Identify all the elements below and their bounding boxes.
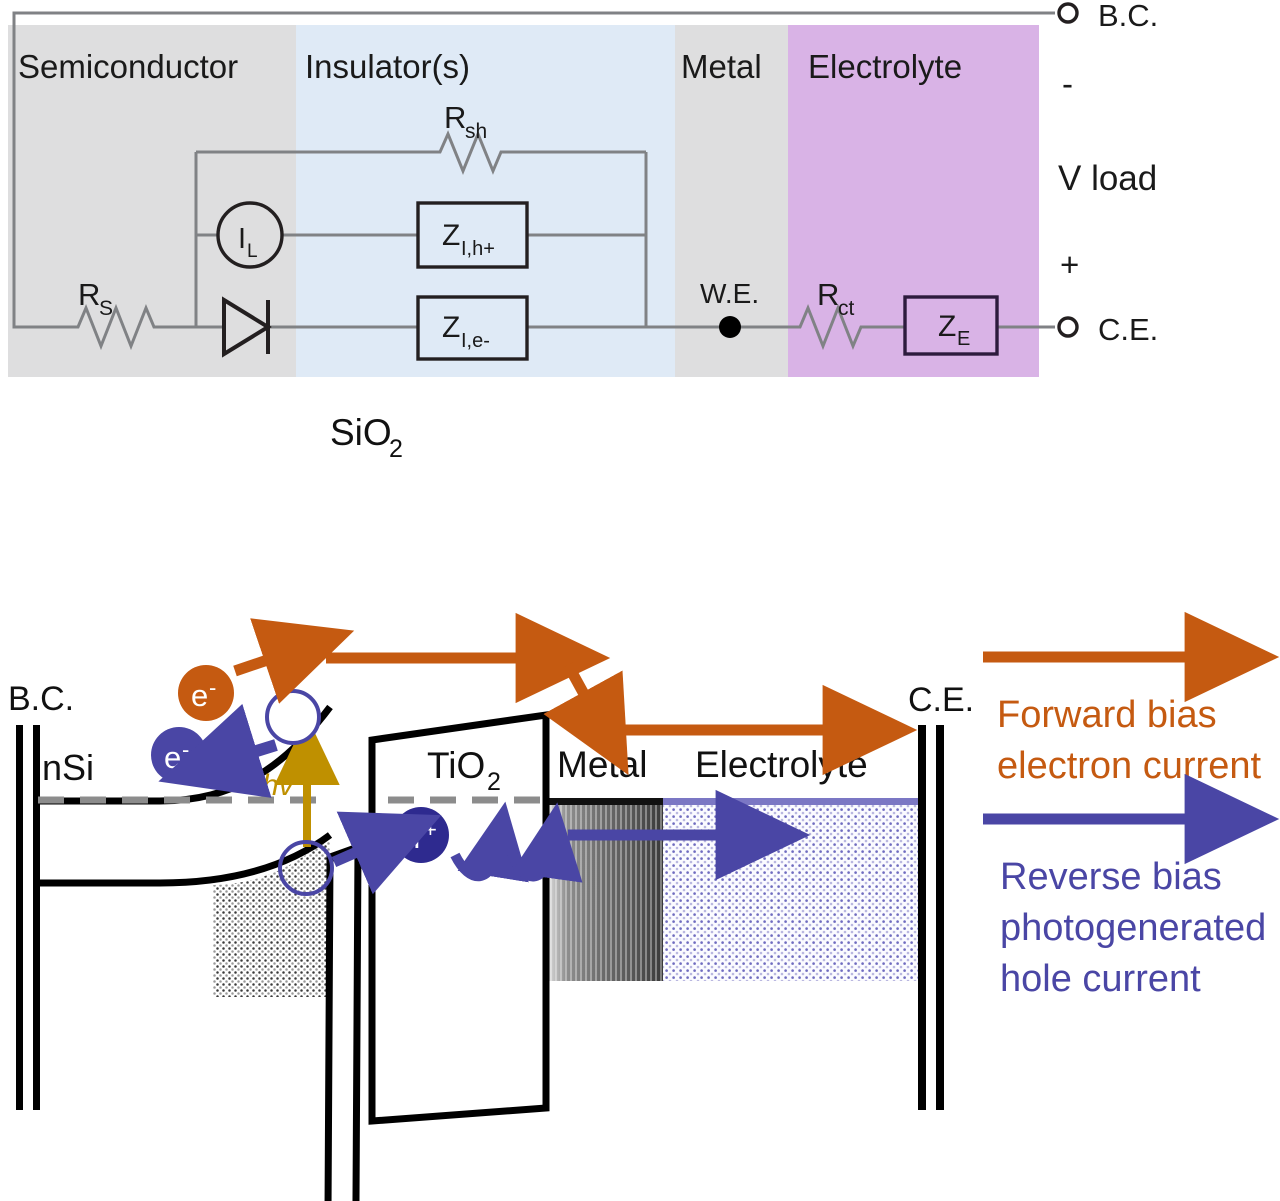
region-label-metal: Metal: [681, 48, 762, 85]
silicon-valence-band-edge: [38, 832, 333, 887]
sio2-sublabel: 2: [389, 435, 403, 463]
sio2-label: SiO: [330, 412, 392, 453]
legend-reverse-line1: Reverse bias: [1000, 856, 1222, 898]
series-resistance-label: R: [78, 277, 100, 312]
legend-forward-line1: Forward bias: [997, 694, 1217, 736]
hole-impedance-block: Z I,h+: [416, 201, 529, 269]
electrolyte-label: Electrolyte: [695, 744, 868, 785]
electron-impedance-block: Z I,e-: [416, 295, 529, 361]
region-label-semiconductor: Semiconductor: [18, 48, 238, 85]
series-resistance-sublabel: S: [99, 297, 113, 320]
svg-text:h: h: [403, 820, 420, 855]
electron-impedance-label: Z: [442, 311, 460, 344]
sio2-barrier-shape: [324, 842, 362, 1201]
charge-transfer-resistance-sublabel: ct: [838, 297, 855, 320]
svg-text:-: -: [182, 737, 189, 762]
reverse-hole-current-arrows: [158, 703, 811, 895]
tio2-sublabel: 2: [487, 768, 501, 796]
electron-origin-circle: [265, 689, 321, 745]
region-semiconductor-band: [8, 25, 296, 377]
photocurrent-source-label: I: [238, 223, 246, 255]
back-contact-label: B.C.: [8, 680, 74, 718]
photocurrent-source-symbol: [216, 201, 284, 269]
load-voltage-label: V load: [1058, 159, 1157, 198]
hole-purple-particle: h +: [393, 807, 449, 863]
minus-sign-label: -: [1062, 65, 1073, 102]
back-contact-terminal-icon: [1057, 2, 1079, 24]
legend-reverse-line3: hole current: [1000, 958, 1201, 1000]
energy-band-diagram: B.C. C.E. SiO 2 TiO 2 Metal Electrolyte …: [8, 412, 1280, 1201]
plus-sign-label: +: [1060, 246, 1079, 283]
silicon-valence-band-fill: [213, 885, 330, 997]
counter-electrode: [918, 725, 944, 1110]
hole-origin-circle: [278, 840, 334, 896]
hole-impedance-sublabel: I,h+: [461, 238, 495, 260]
counter-electrode-terminal-label: C.E.: [1098, 312, 1158, 347]
counter-electrode-terminal-icon: [1057, 316, 1079, 338]
electron-impedance-sublabel: I,e-: [461, 330, 490, 352]
electron-orange-particle: e -: [178, 665, 234, 721]
legend-reverse-line2: photogenerated: [1000, 907, 1266, 949]
diode-symbol: [222, 296, 272, 358]
charge-transfer-resistance-label: R: [817, 277, 839, 312]
svg-text:+: +: [424, 817, 437, 842]
electrolyte-impedance-block: Z E: [903, 295, 999, 356]
electrolyte-impedance-label: Z: [938, 310, 956, 343]
back-contact-electrode: [16, 725, 40, 1110]
hole-impedance-label: Z: [442, 219, 460, 252]
electron-purple-particle: e -: [151, 727, 207, 783]
electrolyte-block: [663, 798, 920, 981]
shunt-resistance-sublabel: sh: [465, 120, 487, 143]
legend: Forward bias electron current Reverse bi…: [983, 611, 1280, 1000]
electrolyte-impedance-sublabel: E: [957, 328, 970, 350]
working-electrode-label: W.E.: [700, 278, 759, 309]
forward-electron-current-arrows: [233, 612, 918, 776]
svg-text:e: e: [191, 678, 208, 713]
nsi-label: nSi: [42, 747, 94, 788]
equivalent-circuit-diagram: Semiconductor Insulator(s) Metal Electro…: [8, 0, 1158, 377]
legend-forward-line2: electron current: [997, 745, 1261, 787]
back-contact-terminal-label: B.C.: [1098, 0, 1158, 33]
photon-label: hv: [262, 769, 296, 802]
svg-text:e: e: [164, 740, 181, 775]
counter-electrode-label: C.E.: [908, 681, 974, 719]
shunt-resistance-label: R: [444, 100, 466, 135]
svg-text:-: -: [209, 675, 216, 700]
circuit-wires: [12, 11, 1055, 351]
silicon-valence-band-curve-fill: [213, 835, 330, 885]
working-electrode-node: [719, 316, 741, 338]
region-label-electrolyte: Electrolyte: [808, 48, 962, 85]
photocurrent-source-sublabel: L: [247, 241, 258, 262]
region-label-insulators: Insulator(s): [305, 48, 470, 85]
metal-label: Metal: [557, 744, 647, 785]
metal-block: [545, 798, 663, 981]
tio2-label: TiO: [427, 745, 485, 786]
